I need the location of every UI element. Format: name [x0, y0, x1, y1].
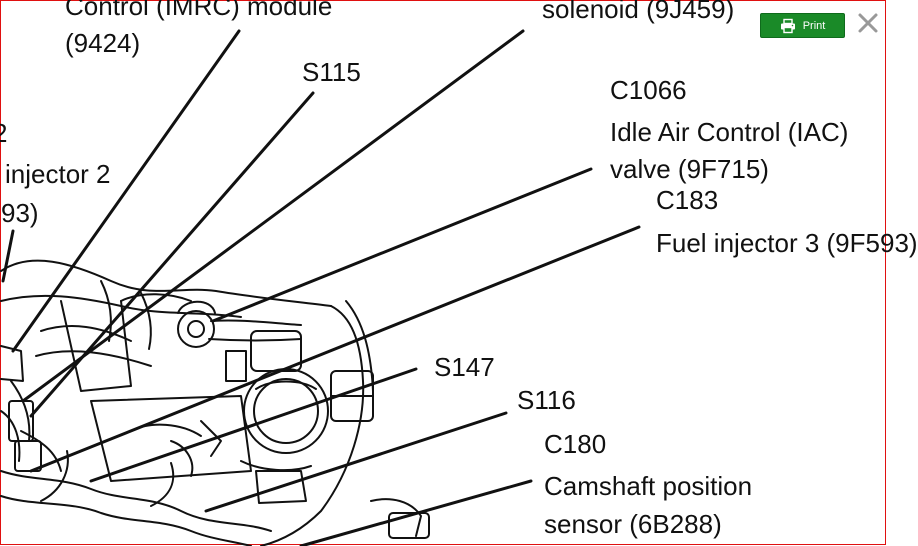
leader-lines [1, 29, 641, 546]
leader-s115 [29, 91, 315, 418]
leader-iac [211, 167, 593, 323]
engine-wiring-diagram [0, 29, 641, 546]
label-partial-2: 2 [0, 118, 8, 148]
label-camshaft-sensor-part-number: sensor (6B288) [544, 509, 722, 539]
label-injector-2-part-number: 93) [1, 198, 39, 228]
leader-solenoid [21, 29, 525, 403]
label-c180: C180 [544, 429, 607, 459]
close-button[interactable] [854, 11, 882, 39]
leader-s147 [89, 367, 418, 483]
leader-injector-2 [1, 229, 15, 283]
engine-sketch [0, 259, 430, 546]
print-button-label: Print [802, 19, 826, 32]
label-c1066: C1066 [610, 75, 687, 105]
close-icon [858, 13, 878, 38]
label-s115: S115 [302, 57, 361, 87]
label-imrc-part-number: (9424) [65, 28, 141, 58]
label-fuel-injector-3: Fuel injector 3 (9F593) [656, 228, 918, 258]
label-fuel-injector-2: injector 2 [5, 159, 111, 189]
leader-s116 [204, 411, 508, 513]
label-s116: S116 [517, 385, 576, 415]
leader-imrc [11, 29, 241, 353]
label-c183: C183 [656, 185, 719, 215]
label-camshaft-position-sensor: Camshaft position [544, 471, 753, 501]
label-solenoid: solenoid (9J459) [542, 0, 735, 24]
label-s147: S147 [434, 352, 495, 382]
label-iac-valve: Idle Air Control (IAC) [610, 117, 849, 147]
label-iac-part-number: valve (9F715) [610, 154, 769, 184]
printer-icon [780, 18, 796, 33]
print-button[interactable]: Print [760, 13, 845, 38]
label-imrc-module: Control (IMRC) module [65, 0, 333, 21]
